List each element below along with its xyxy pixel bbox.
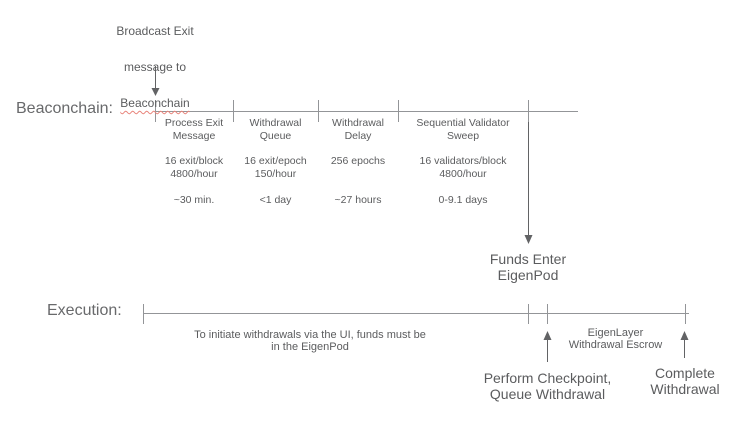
complete-up-arrow-icon bbox=[680, 331, 689, 358]
stage-name: Sequential Validator Sweep bbox=[416, 117, 510, 142]
stage-duration: <1 day bbox=[259, 194, 292, 206]
stage-duration: ~27 hours bbox=[334, 194, 382, 206]
stage-name: Withdrawal Queue bbox=[249, 117, 302, 142]
stage-withdrawal-queue: Withdrawal Queue 16 exit/epoch 150/hour … bbox=[233, 117, 318, 209]
beaconchain-row-label: Beaconchain: bbox=[16, 100, 113, 117]
stage-withdrawal-delay: Withdrawal Delay 256 epochs ~27 hours bbox=[318, 117, 398, 209]
checkpoint-up-arrow-icon bbox=[543, 331, 552, 362]
execution-timeline-axis bbox=[143, 304, 689, 324]
stage-rate: 256 epochs bbox=[330, 155, 386, 167]
broadcast-note-line2: message to bbox=[123, 60, 187, 74]
stage-rate: 16 validators/block 4800/hour bbox=[419, 155, 507, 180]
broadcast-down-arrow-icon bbox=[151, 66, 160, 96]
beaconchain-timeline-axis bbox=[155, 100, 578, 122]
funds-enter-down-arrow-icon bbox=[524, 122, 533, 244]
stage-duration: ~30 min. bbox=[173, 194, 215, 206]
stage-name: Withdrawal Delay bbox=[332, 117, 384, 142]
ui-initiation-note: To initiate withdrawals via the UI, fund… bbox=[194, 329, 426, 353]
stage-rate: 16 exit/epoch 150/hour bbox=[244, 155, 307, 180]
stage-duration: 0-9.1 days bbox=[438, 194, 488, 206]
stage-name: Process Exit Message bbox=[164, 117, 224, 142]
stage-process-exit-message: Process Exit Message 16 exit/block 4800/… bbox=[155, 117, 233, 209]
perform-checkpoint-note: Perform Checkpoint, Queue Withdrawal bbox=[483, 370, 612, 402]
eigenlayer-withdrawal-escrow-label: EigenLayer Withdrawal Escrow bbox=[568, 327, 663, 351]
complete-withdrawal-note: Complete Withdrawal bbox=[650, 365, 720, 397]
broadcast-note-line1: Broadcast Exit bbox=[116, 24, 194, 38]
broadcast-exit-note: Broadcast Exit message to Beaconchain bbox=[95, 4, 215, 130]
broadcast-note-underlined-word: Beaconchain bbox=[120, 96, 190, 110]
funds-enter-eigenpod-note: Funds Enter EigenPod bbox=[489, 251, 567, 283]
stage-sequential-validator-sweep: Sequential Validator Sweep 16 validators… bbox=[398, 117, 528, 209]
execution-row-label: Execution: bbox=[47, 302, 122, 319]
stage-rate: 16 exit/block 4800/hour bbox=[164, 155, 224, 180]
